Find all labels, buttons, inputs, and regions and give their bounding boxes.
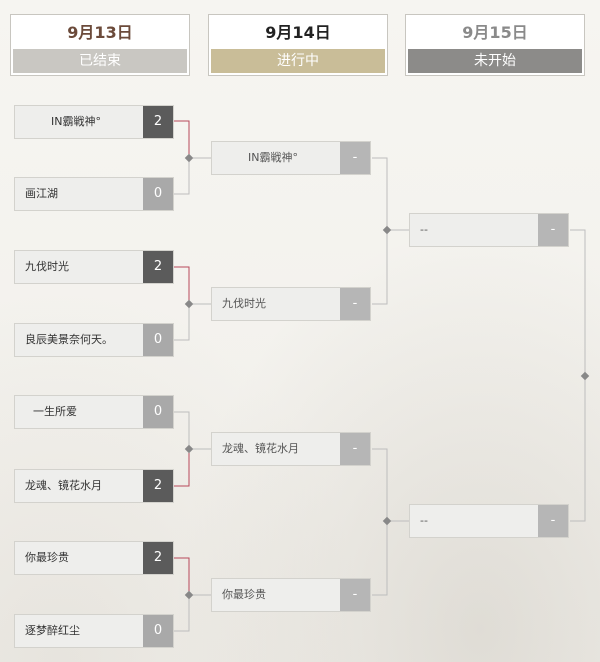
day-status: 进行中 (211, 49, 385, 73)
team-score: 0 (143, 324, 173, 356)
match-team-r1-6[interactable]: 龙魂、镜花水月 2 (14, 469, 174, 503)
day-tab-sep13[interactable]: 9月13日 已结束 (10, 14, 190, 76)
team-score: 2 (143, 470, 173, 502)
team-score: - (538, 505, 568, 537)
team-score: 2 (143, 542, 173, 574)
connector (174, 158, 190, 195)
day-date: 9月15日 (462, 23, 528, 42)
connector-winner (174, 449, 190, 487)
match-team-r2-3[interactable]: 龙魂、镜花水月 - (211, 432, 371, 466)
day-status: 未开始 (408, 49, 582, 73)
team-score: 2 (143, 106, 173, 138)
day-tab-sep14[interactable]: 9月14日 进行中 (208, 14, 388, 76)
match-team-r1-5[interactable]: 一生所爱 0 (14, 395, 174, 429)
team-name: 逐梦醉红尘 (25, 624, 80, 637)
team-score: - (340, 579, 370, 611)
team-name: IN霸戦神° (51, 115, 101, 128)
team-name: 你最珍贵 (25, 551, 69, 564)
team-name: 九伐时光 (25, 260, 69, 273)
team-name: 一生所爱 (33, 405, 77, 418)
match-team-r3-1[interactable]: -- - (409, 213, 569, 247)
match-team-r1-8[interactable]: 逐梦醉红尘 0 (14, 614, 174, 648)
team-score: - (340, 288, 370, 320)
junction-node (382, 516, 392, 526)
connector (174, 595, 190, 632)
match-team-r2-2[interactable]: 九伐时光 - (211, 287, 371, 321)
junction-node (184, 153, 194, 163)
team-name: -- (420, 514, 428, 527)
team-score: - (340, 142, 370, 174)
connector (570, 229, 586, 376)
team-name: -- (420, 223, 428, 236)
team-name: 九伐时光 (222, 297, 266, 310)
connector (570, 376, 586, 522)
team-score: 0 (143, 178, 173, 210)
match-team-r1-7[interactable]: 你最珍贵 2 (14, 541, 174, 575)
junction-node (184, 590, 194, 600)
team-score: - (340, 433, 370, 465)
connector (372, 521, 388, 596)
junction-node (184, 299, 194, 309)
team-score: 0 (143, 615, 173, 647)
connector (372, 230, 388, 305)
junction-node (184, 444, 194, 454)
team-name: 龙魂、镜花水月 (222, 442, 299, 455)
match-team-r2-4[interactable]: 你最珍贵 - (211, 578, 371, 612)
day-status: 已结束 (13, 49, 187, 73)
team-name: IN霸戦神° (248, 151, 298, 164)
day-date: 9月13日 (67, 23, 133, 42)
connector-winner (174, 266, 190, 304)
connector-winner (174, 120, 190, 158)
team-name: 你最珍贵 (222, 588, 266, 601)
day-tab-sep15[interactable]: 9月15日 未开始 (405, 14, 585, 76)
match-team-r1-3[interactable]: 九伐时光 2 (14, 250, 174, 284)
connector (372, 157, 409, 231)
match-team-r1-4[interactable]: 良辰美景奈何天。 0 (14, 323, 174, 357)
team-score: - (538, 214, 568, 246)
connector (372, 448, 409, 522)
match-team-r2-1[interactable]: IN霸戦神° - (211, 141, 371, 175)
team-name: 画江湖 (25, 187, 58, 200)
team-score: 0 (143, 396, 173, 428)
team-name: 良辰美景奈何天。 (25, 333, 113, 346)
match-team-r1-1[interactable]: IN霸戦神° 2 (14, 105, 174, 139)
team-score: 2 (143, 251, 173, 283)
connector (174, 304, 190, 341)
connector (174, 411, 190, 449)
match-team-r3-2[interactable]: -- - (409, 504, 569, 538)
junction-node (580, 371, 590, 381)
day-date: 9月14日 (265, 23, 331, 42)
connector-winner (174, 557, 190, 595)
team-name: 龙魂、镜花水月 (25, 479, 102, 492)
match-team-r1-2[interactable]: 画江湖 0 (14, 177, 174, 211)
junction-node (382, 225, 392, 235)
